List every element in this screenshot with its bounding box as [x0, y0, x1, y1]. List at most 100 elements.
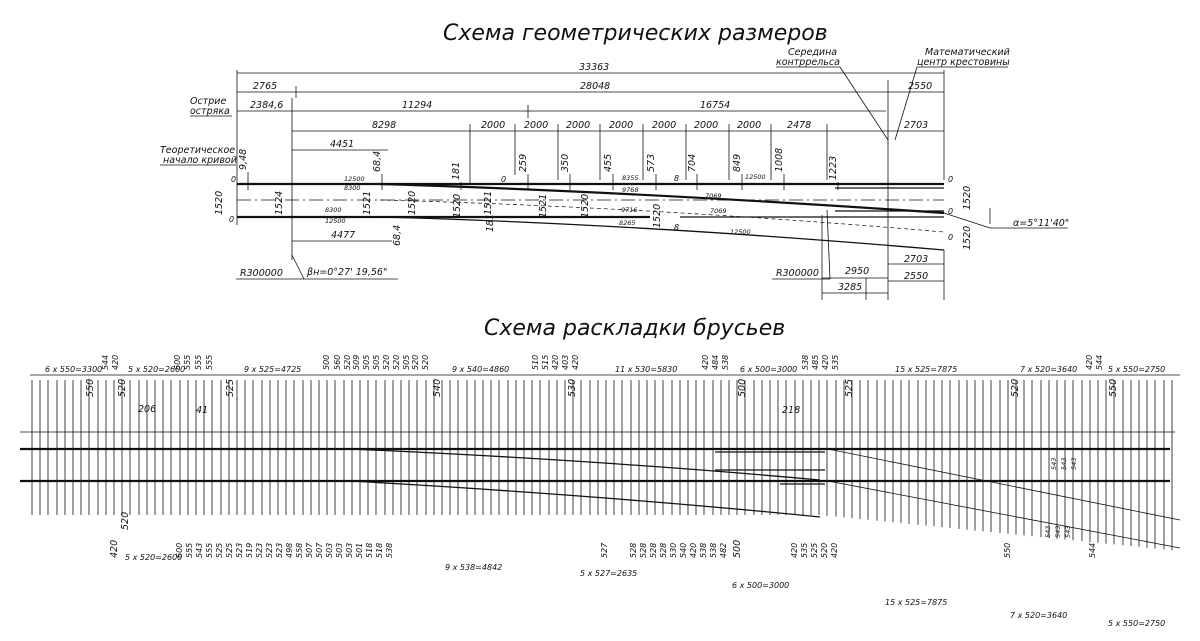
dim-11294: 11294 — [402, 100, 432, 111]
top-group-label: 9 x 540=4860 — [452, 365, 509, 374]
callout-guard-rail-1: Середина — [788, 47, 837, 58]
top-extra-41: 41 — [196, 405, 208, 416]
top-vertical-label: 485 — [811, 355, 820, 370]
bottom-extra-520: 520 — [120, 512, 131, 530]
gauge-label: 1521 — [362, 191, 373, 215]
dim-16754: 16754 — [700, 100, 730, 111]
top-group-label: 6 x 500=3000 — [740, 365, 797, 374]
inner-12500-d: 12500 — [730, 228, 751, 236]
bottom-vertical-label: 518 — [365, 543, 374, 558]
right-small-label: 543 — [1060, 458, 1068, 470]
top-vertical-label: 510 — [531, 355, 540, 370]
top-vertical-label: 420 — [571, 355, 580, 370]
callout-switch-point-2: остряка — [190, 106, 230, 117]
top-vertical-label: 505 — [402, 355, 411, 370]
bottom-vertical-label: 528 — [659, 543, 668, 558]
top-group-label: 9 x 525=4725 — [244, 365, 301, 374]
bottom-vertical-label: 558 — [295, 543, 304, 558]
gauge-label: 1524 — [274, 191, 285, 215]
gauge-label: 1520 — [214, 191, 225, 215]
bottom-vertical-label: 527 — [600, 542, 609, 558]
top-vertical-label: 538 — [801, 355, 810, 370]
top-extra-520b: 520 — [1010, 379, 1021, 397]
ordinate-label: 259 — [518, 154, 529, 172]
dim-3285: 3285 — [838, 282, 862, 293]
top-vertical-label: 555 — [205, 355, 214, 370]
top-extra-525b: 525 — [844, 379, 855, 397]
inner-7069-b: 7069 — [710, 207, 727, 215]
sleepers-title: Схема раскладки брусьев — [484, 316, 785, 341]
angle-alpha: α=5°11'40" — [1013, 218, 1069, 229]
top-vertical-label: 420 — [821, 355, 830, 370]
top-vertical-label: 515 — [541, 355, 550, 370]
top-extra-550: 550 — [85, 379, 96, 397]
inner-12500-a: 12500 — [344, 175, 365, 183]
dim-2550: 2550 — [908, 81, 932, 92]
ordinate-label: 9,48 — [238, 149, 249, 170]
misc-68-4: 68,4 — [392, 225, 403, 246]
top-group-label: 5 x 550=2750 — [1108, 365, 1165, 374]
bottom-vertical-label: 518 — [375, 543, 384, 558]
bottom-vertical-label: 503 — [325, 543, 334, 558]
dim-2550-b: 2550 — [904, 271, 928, 282]
top-vertical-label: 600 — [173, 355, 182, 370]
ordinate-label: 704 — [687, 154, 698, 172]
dim-4477: 4477 — [331, 230, 355, 241]
callout-curve-start-2: начало кривой — [163, 155, 237, 166]
callout-curve-start-1: Теоретическое — [160, 145, 235, 156]
dim-2000-c: 2000 — [566, 120, 590, 131]
ordinate-label: 350 — [560, 154, 571, 172]
dim-overall: 33363 — [579, 62, 609, 73]
dim-2478: 2478 — [787, 120, 811, 131]
bottom-vertical-label: 420 — [790, 543, 799, 558]
dim-2950: 2950 — [845, 266, 869, 277]
inner-8300-a: 8300 — [344, 184, 361, 192]
bottom-vertical-label: 538 — [709, 543, 718, 558]
dim-2703: 2703 — [904, 120, 928, 131]
top-vertical-label: 555 — [183, 355, 192, 370]
bottom-vertical-label: 538 — [699, 543, 708, 558]
dim-2000-e: 2000 — [652, 120, 676, 131]
zero-2: 0 — [229, 215, 234, 224]
geometry-scheme: Середина контррельса Математический цент… — [160, 47, 1069, 300]
bottom-vertical-label: 501 — [355, 543, 364, 558]
inner-12500-c: 12500 — [745, 173, 766, 181]
b-mark-2: 8 — [674, 223, 679, 232]
callout-guard-rail-2: контррельса — [776, 57, 840, 68]
top-vertical-label: 520 — [392, 355, 401, 370]
right-small-label: 543 — [1070, 458, 1078, 470]
misc-181: 181 — [485, 214, 496, 232]
right-small-label: 543 — [1044, 526, 1052, 538]
bottom-vertical-label: 530 — [669, 543, 678, 558]
ordinate-label: 1008 — [774, 148, 785, 172]
bottom-group-label: 5 x 527=2635 — [580, 569, 637, 578]
bottom-vertical-label: 544 — [1088, 543, 1097, 558]
bottom-vertical-label: 498 — [285, 543, 294, 558]
bottom-vertical-label: 525 — [225, 543, 234, 558]
bottom-vertical-label: 525 — [215, 543, 224, 558]
right-small-label: 543 — [1064, 526, 1072, 538]
top-group-label: 5 x 520=2600 — [128, 365, 185, 374]
top-extra-550b: 550 — [1108, 379, 1119, 397]
bottom-vertical-label: 420 — [830, 543, 839, 558]
gauge-label: 1520 — [452, 194, 463, 218]
dim-28048: 28048 — [580, 81, 610, 92]
zero-5: 0 — [948, 207, 953, 216]
top-vertical-label: 420 — [1085, 355, 1094, 370]
top-vertical-label: 555 — [194, 355, 203, 370]
bottom-group-label: 7 x 520=3640 — [1010, 611, 1067, 620]
dim-2000-g: 2000 — [737, 120, 761, 131]
top-extra-218: 218 — [782, 405, 800, 416]
inner-7069-a: 7069 — [705, 192, 722, 200]
inner-8265: 8265 — [619, 219, 636, 227]
dim-2000-a: 2000 — [481, 120, 505, 131]
top-vertical-label: 420 — [701, 355, 710, 370]
top-vertical-label: 520 — [343, 355, 352, 370]
top-extra-540: 540 — [432, 379, 443, 397]
bottom-vertical-label: 523 — [265, 543, 274, 558]
dim-2000-f: 2000 — [694, 120, 718, 131]
inner-12500-b: 12500 — [325, 217, 346, 225]
bottom-vertical-label: 540 — [679, 543, 688, 558]
zero-4: 0 — [948, 175, 953, 184]
inner-9768: 9768 — [622, 186, 639, 194]
